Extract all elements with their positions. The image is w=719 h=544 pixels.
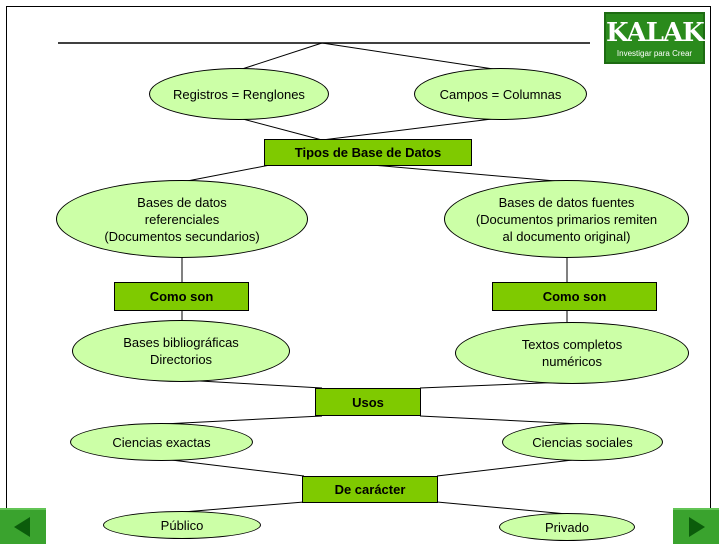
node-usos: Usos [315, 388, 421, 416]
connector [181, 379, 323, 389]
node-label-line: referenciales [144, 211, 220, 227]
connector [371, 164, 568, 183]
node-label-line: (Documentos secundarios) [104, 228, 260, 244]
right-arrow-icon [689, 517, 705, 537]
logo-wordmark: KALAK [606, 18, 705, 48]
node-label: Como son [149, 289, 214, 304]
node-label: Público [160, 517, 204, 533]
connector [436, 501, 568, 515]
node-label-line: numéricos [542, 354, 602, 369]
node-label: Tipos de Base de Datos [294, 145, 442, 160]
connector [182, 501, 305, 513]
node-label-line: Textos completos [521, 337, 623, 352]
kalak-logo: KALAK Investigar para Crear [604, 12, 705, 64]
connector [238, 117, 323, 141]
node-label-line: Bases de datos fuentes [498, 194, 635, 210]
node-registros: Registros = Renglones [149, 68, 329, 120]
connector [419, 415, 582, 425]
node-bibliograficas: Bases bibliográficas Directorios [72, 320, 290, 382]
previous-slide-button[interactable] [0, 508, 46, 544]
connector [162, 458, 305, 477]
node-label: Ciencias exactas [112, 434, 211, 450]
logo-tagline: Investigar para Crear [616, 49, 693, 58]
slide-frame [6, 6, 711, 544]
node-fuentes: Bases de datos fuentes (Documentos prima… [444, 180, 689, 258]
node-label: Como son [542, 289, 607, 304]
connector [321, 42, 501, 71]
connector [162, 415, 323, 425]
node-ciencias-sociales: Ciencias sociales [502, 423, 663, 461]
node-label-line: al documento original) [502, 228, 631, 244]
node-label: Registros = Renglones [173, 86, 305, 102]
node-label: Ciencias sociales [532, 434, 633, 450]
node-label: Usos [352, 394, 384, 410]
connector [181, 164, 271, 183]
node-referenciales: Bases de datos referenciales (Documentos… [56, 180, 308, 258]
connector [436, 458, 582, 477]
connector [321, 117, 501, 141]
node-de-caracter: De carácter [302, 476, 438, 503]
node-label-line: Bases de datos [137, 194, 227, 210]
node-publico: Público [103, 511, 261, 539]
node-campos: Campos = Columnas [414, 68, 587, 120]
node-como-son-right: Como son [492, 282, 657, 311]
next-slide-button[interactable] [673, 508, 719, 544]
node-label-line: (Documentos primarios remiten [475, 211, 658, 227]
node-tipos: Tipos de Base de Datos [264, 139, 472, 166]
left-arrow-icon [14, 517, 30, 537]
connector [238, 42, 323, 71]
node-privado: Privado [499, 513, 635, 541]
node-como-son-left: Como son [114, 282, 249, 311]
node-label: De carácter [334, 482, 406, 497]
node-label-line: Bases bibliográficas [123, 335, 239, 350]
node-ciencias-exactas: Ciencias exactas [70, 423, 253, 461]
node-label: Campos = Columnas [439, 86, 562, 102]
node-label: Privado [544, 519, 590, 535]
node-textos: Textos completos numéricos [455, 322, 689, 384]
node-label-line: Directorios [149, 352, 213, 367]
